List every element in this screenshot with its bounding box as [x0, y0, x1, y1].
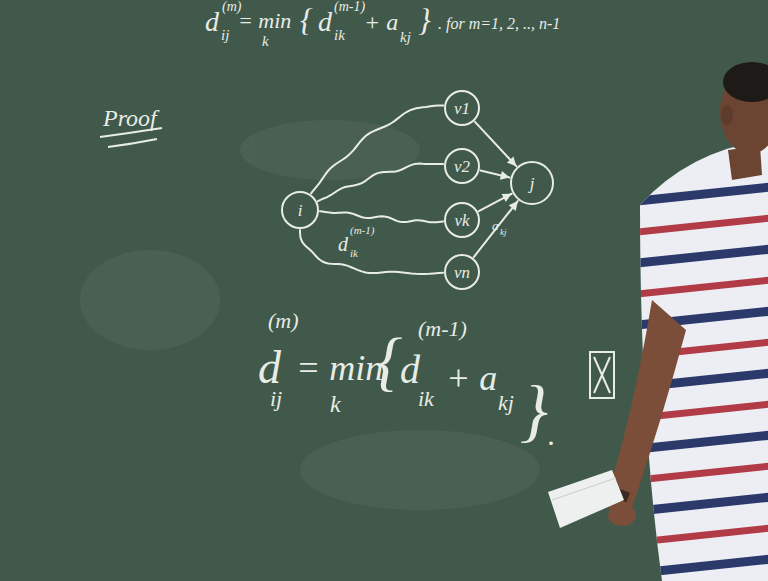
path-squiggle [318, 164, 443, 202]
graph-vertex: v2 [444, 148, 480, 184]
superscript: (m-1) [418, 318, 467, 340]
vertex-label: v1 [454, 100, 470, 117]
arrowhead [500, 171, 510, 180]
connector-line [320, 211, 443, 222]
hand [608, 504, 636, 526]
vertex-label: vk [454, 212, 469, 229]
connector-line [479, 194, 512, 211]
qed-cross [594, 357, 610, 393]
subscript: kj [500, 228, 507, 237]
edge-math: d [338, 234, 348, 254]
smudges [80, 120, 540, 510]
connector-line [475, 122, 516, 166]
connector-line [318, 164, 443, 202]
vertex-label: v2 [454, 158, 470, 175]
graph-vertex: vk [444, 202, 480, 238]
smudge [80, 250, 220, 350]
connector-line [311, 105, 443, 193]
heading: Proof [103, 106, 157, 130]
subscript: k [330, 392, 341, 416]
smudge [300, 430, 540, 510]
math-operator: = min [296, 350, 383, 386]
subscript: kj [498, 392, 514, 414]
vertex-label: vn [454, 264, 470, 281]
math-symbol: d [318, 8, 332, 36]
paper-edge [552, 478, 616, 500]
connector-line [474, 201, 518, 257]
brace: { [300, 4, 313, 36]
graph-vertex: i [281, 191, 319, 229]
superscript: (m) [268, 310, 299, 332]
path-squiggle [320, 211, 443, 222]
math-symbol: d [400, 350, 420, 390]
underline [108, 139, 157, 147]
math-symbol: d [258, 345, 281, 391]
math-symbol: d [205, 8, 219, 36]
stripe [620, 554, 768, 580]
connector-line [300, 230, 443, 274]
stripe [620, 276, 768, 300]
qed-box [590, 352, 614, 398]
stripe [620, 492, 768, 518]
period: . [548, 420, 556, 450]
ear [721, 105, 733, 125]
edge-arrow [480, 170, 509, 179]
graph-vertex: v1 [444, 90, 480, 126]
edge-arrow [475, 122, 516, 166]
vertex-label: i [298, 202, 303, 219]
subscript: k [262, 34, 269, 49]
stripe [620, 182, 768, 208]
subscript: ik [350, 248, 358, 259]
range-note: . for m=1, 2, .., n-1 [438, 16, 560, 32]
math-operator: + a [446, 360, 497, 396]
subscript: ik [334, 28, 345, 43]
subscript: kj [400, 30, 411, 45]
brace: { [376, 328, 402, 394]
edge-arrow [474, 201, 518, 257]
stripe [620, 244, 768, 270]
brace: } [520, 376, 548, 446]
graph-vertex: vn [444, 254, 480, 290]
qed-cross [594, 357, 610, 393]
subscript: ik [418, 388, 434, 410]
lecturer [548, 62, 768, 581]
brace: } [418, 4, 431, 36]
subscript: ij [270, 388, 282, 410]
graph-vertex: j [510, 161, 554, 205]
edge-arrow [479, 194, 512, 211]
subscript: ij [221, 28, 229, 43]
qed-box-frame [590, 352, 614, 398]
math-operator: = min [238, 10, 291, 32]
arrowhead [507, 157, 516, 167]
superscript: (m-1) [334, 0, 365, 14]
path-squiggle [300, 230, 443, 274]
arrowhead [509, 201, 518, 211]
edge-math: a [492, 219, 499, 232]
math-operator: + a [364, 10, 398, 34]
superscript: (m-1) [350, 225, 374, 236]
vertex-label: j [530, 175, 535, 192]
stripe [620, 524, 768, 548]
stripe [620, 214, 768, 238]
path-squiggle [311, 105, 443, 193]
stripe [620, 306, 768, 332]
arrowhead [502, 194, 512, 202]
hair [723, 62, 768, 102]
